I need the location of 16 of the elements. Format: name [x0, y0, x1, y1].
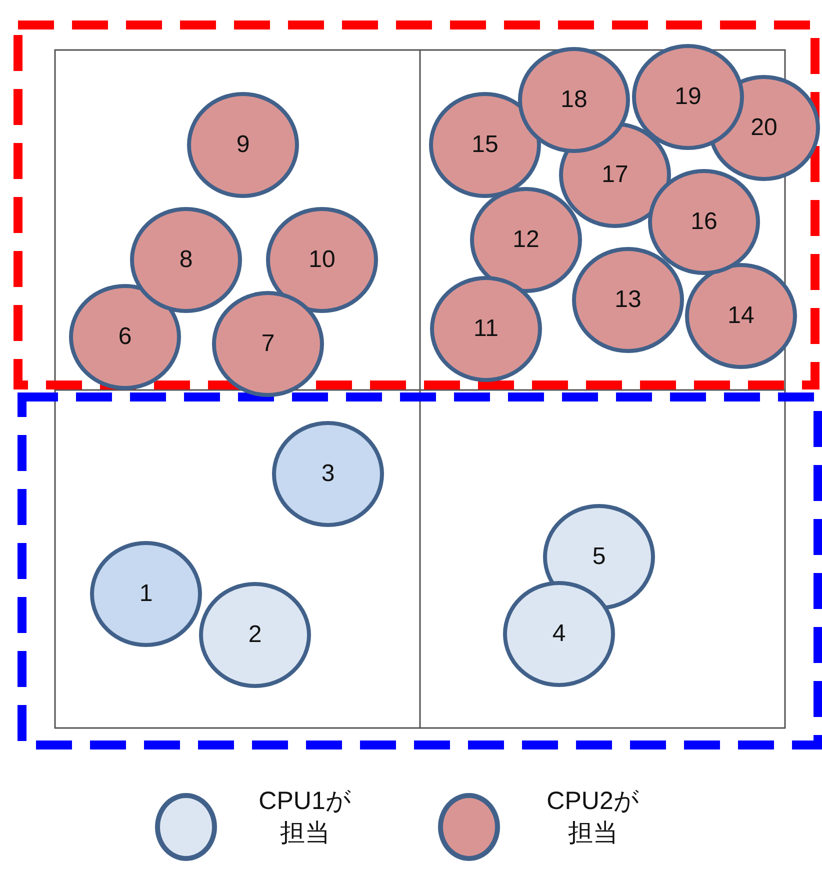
data-circle: 2 [199, 582, 311, 688]
data-circle: 13 [572, 247, 684, 353]
data-circle: 3 [272, 421, 384, 527]
legend-label: CPU2が担当 [546, 786, 640, 849]
data-circle: 14 [685, 263, 797, 369]
data-circle: 18 [518, 47, 630, 153]
legend-label: CPU1が担当 [258, 786, 352, 849]
data-circle: 15 [429, 92, 541, 198]
data-circle: 19 [632, 44, 744, 150]
data-circle: 7 [212, 291, 324, 397]
data-circle: 9 [187, 92, 299, 198]
data-circle: 1 [90, 541, 202, 647]
data-circle: 11 [430, 276, 542, 382]
data-circle: 4 [503, 581, 615, 687]
data-circle: 8 [130, 207, 242, 313]
data-circle: 10 [266, 207, 378, 313]
